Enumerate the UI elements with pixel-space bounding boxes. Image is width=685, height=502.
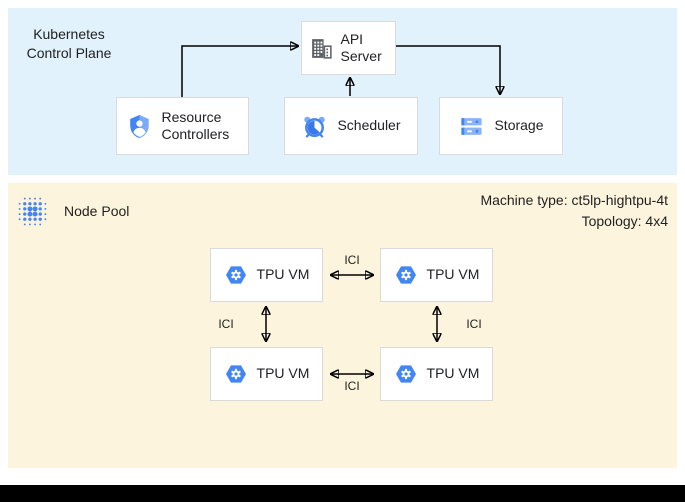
storage-box: Storage — [439, 97, 563, 155]
node-pool-panel — [8, 183, 677, 468]
resource-controllers-label: Resource Controllers — [161, 108, 230, 143]
control-plane-title-line1: Kubernetes — [33, 26, 105, 42]
gke-hexagon-icon — [394, 263, 418, 287]
shield-user-icon — [126, 113, 153, 140]
node-pool-title: Node Pool — [64, 203, 130, 219]
api-server-box: API Server — [301, 21, 396, 75]
tpu-vm-box-bottom-left: TPU VM — [210, 347, 323, 401]
machine-type-text: Machine type: ct5lp-hightpu-4t — [480, 192, 668, 208]
storage-label: Storage — [494, 117, 544, 134]
ici-label-right: ICI — [466, 317, 482, 331]
bottom-bar — [0, 485, 685, 502]
gke-hexagon-icon — [224, 263, 248, 287]
ici-label-top: ICI — [344, 253, 360, 267]
node-pool-metadata: Machine type: ct5lp-hightpu-4t Topology:… — [480, 190, 668, 232]
ici-label-left: ICI — [218, 317, 234, 331]
gke-hexagon-icon — [224, 362, 248, 386]
resource-controllers-box: Resource Controllers — [116, 97, 249, 155]
tpu-vm-box-top-right: TPU VM — [380, 248, 493, 302]
tpu-vm-box-bottom-right: TPU VM — [380, 347, 493, 401]
control-plane-title-line2: Control Plane — [26, 44, 112, 61]
gke-hexagon-icon — [394, 362, 418, 386]
tpu-vm-box-top-left: TPU VM — [210, 248, 323, 302]
tpu-vm-label: TPU VM — [426, 266, 480, 283]
node-pool-dots-icon — [16, 195, 49, 228]
scheduler-label: Scheduler — [337, 117, 401, 134]
topology-text: Topology: 4x4 — [581, 213, 668, 229]
tpu-vm-label: TPU VM — [256, 365, 310, 382]
building-icon — [309, 36, 334, 61]
control-plane-title: Kubernetes Control Plane — [14, 25, 124, 63]
scheduler-box: Scheduler — [284, 97, 418, 155]
storage-stack-icon — [458, 113, 485, 140]
tpu-vm-label: TPU VM — [426, 365, 480, 382]
alarm-clock-icon — [301, 113, 328, 140]
tpu-vm-label: TPU VM — [256, 266, 310, 283]
api-server-label: API Server — [340, 30, 382, 65]
ici-label-bottom: ICI — [344, 379, 360, 393]
